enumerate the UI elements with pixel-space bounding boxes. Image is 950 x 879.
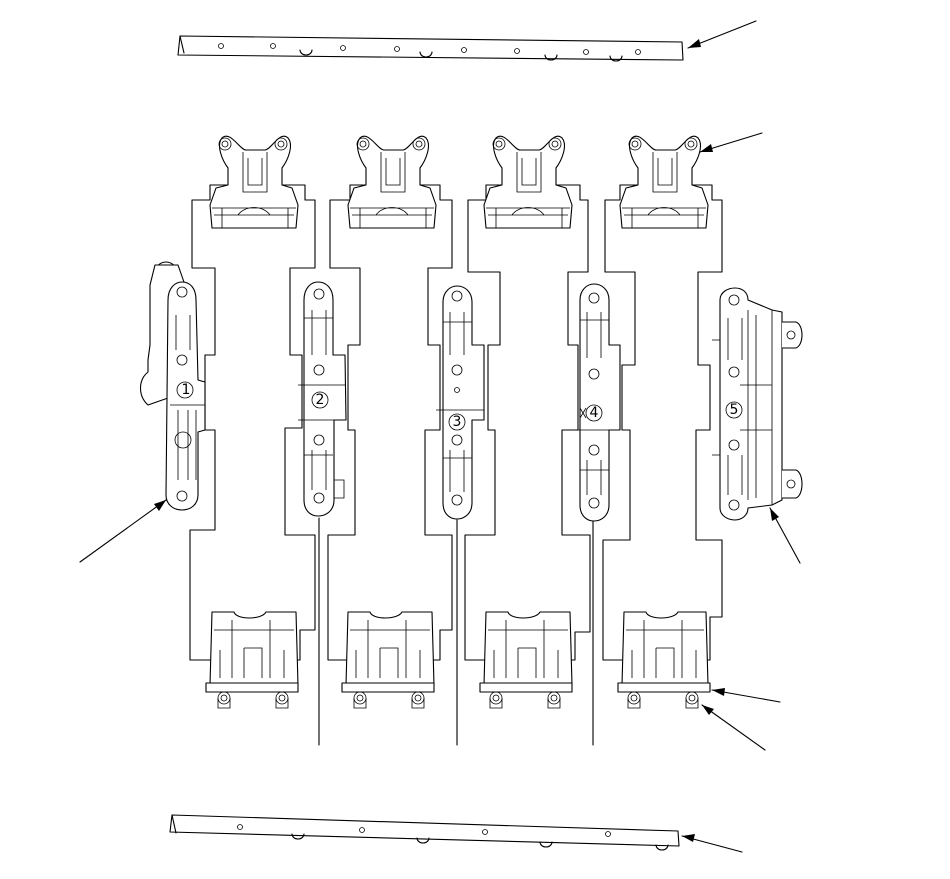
position-label-4: 4 <box>590 405 599 421</box>
rocker-arm-4: 4 <box>572 283 621 522</box>
position-label-3: 3 <box>453 414 462 430</box>
bottom-clamp-4 <box>617 611 711 709</box>
rocker-arm-1: 1 <box>139 261 206 511</box>
bottom-clamp-2 <box>341 611 435 709</box>
cam-region-outline-2 <box>327 184 453 661</box>
cam-region-outline-3 <box>464 184 591 661</box>
position-label-5: 5 <box>730 402 739 418</box>
position-label-2: 2 <box>316 392 325 408</box>
bottom-clamp-3 <box>479 611 573 709</box>
top-bracket-strip <box>177 35 684 62</box>
bottom-bracket-strip <box>169 814 680 851</box>
rocker-arm-3: 3 <box>436 285 485 520</box>
rocker-arm-2: 2 <box>298 281 347 517</box>
top-clamp-cap-1 <box>209 135 299 229</box>
guide-lines <box>318 517 594 746</box>
top-clamp-cap-3 <box>483 135 573 229</box>
position-label-1: 1 <box>182 382 191 398</box>
bottom-clamp-1 <box>205 611 299 709</box>
cam-region-outline-1 <box>189 184 316 661</box>
rocker-arm-5: 5 <box>712 287 803 521</box>
top-clamp-cap-4 <box>619 135 709 229</box>
cam-region-outline-4 <box>602 184 723 661</box>
leader-lines <box>79 20 801 853</box>
top-clamp-cap-2 <box>347 135 437 229</box>
